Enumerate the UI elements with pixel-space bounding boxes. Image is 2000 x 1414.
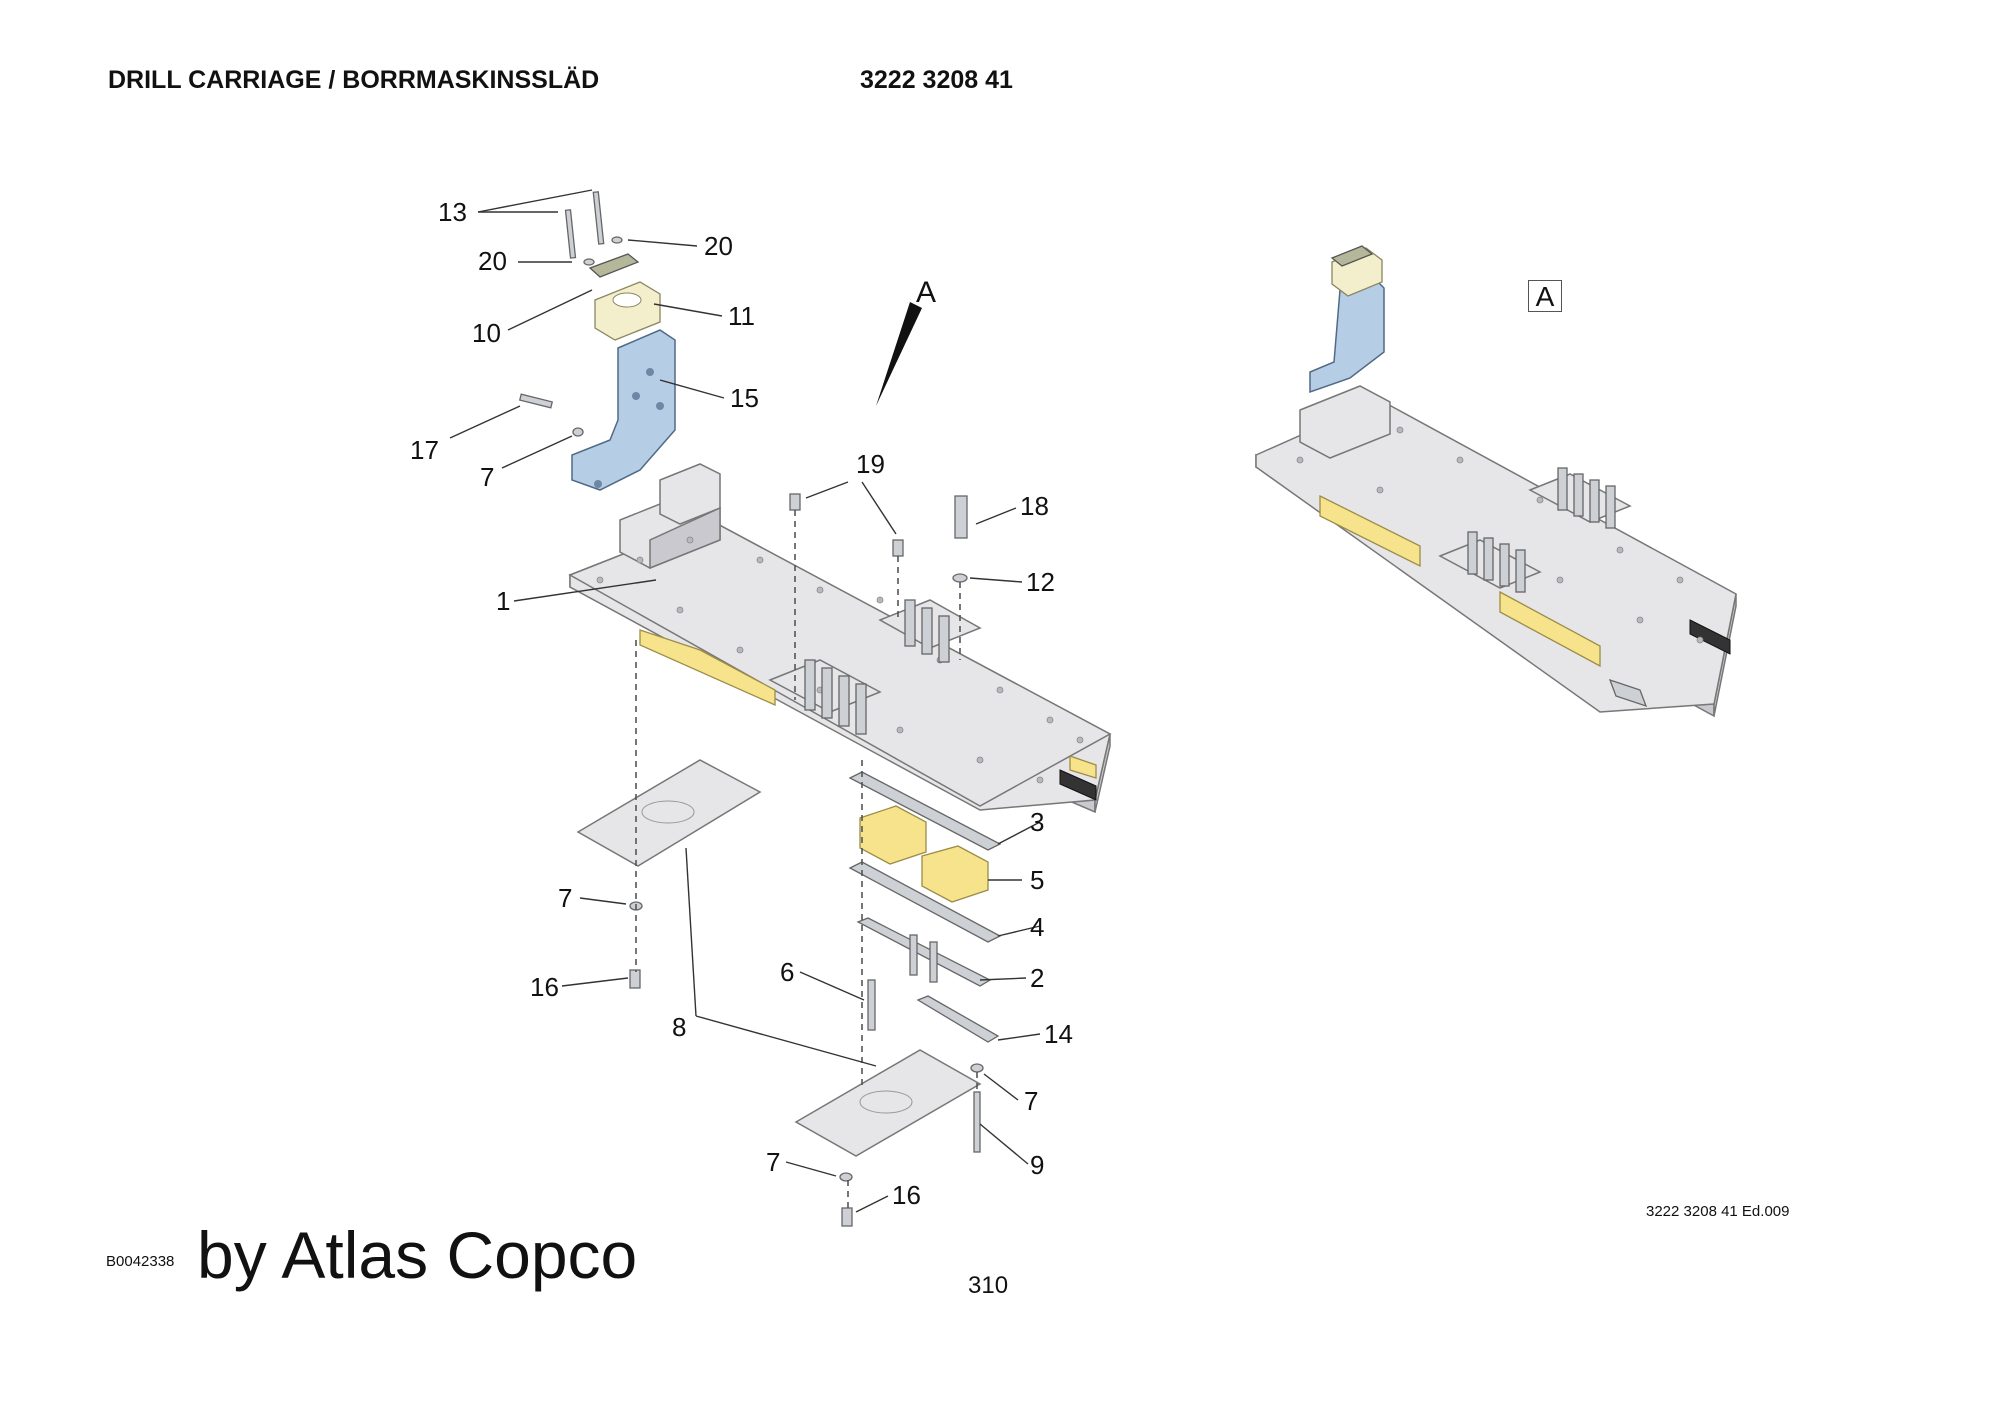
callout: 9 [1030,1150,1044,1180]
callout: 16 [892,1180,921,1210]
carriage-plate [568,463,1112,814]
page-title: DRILL CARRIAGE / BORRMASKINSSLÄD [108,66,600,94]
bottom-plates [576,759,982,1227]
callout: 2 [1030,963,1044,993]
callout: 5 [1030,865,1044,895]
callout: 16 [530,972,559,1002]
callout: 12 [1026,567,1055,597]
callout: 17 [410,435,439,465]
assembly-lines [635,510,978,1210]
callout: 3 [1030,807,1044,837]
document-id: B0042338 [106,1253,175,1270]
page-number: 310 [968,1272,1009,1299]
detail-view-label: A [1528,280,1562,312]
part-number: 3222 3208 41 [860,66,1013,94]
callout: 7 [766,1147,780,1177]
callout: 20 [478,246,507,276]
callout: 10 [472,318,501,348]
slide-assembly [848,771,1002,1153]
detail-view-a [1255,245,1737,718]
publisher-byline: by Atlas Copco [197,1218,638,1292]
callout: 1 [496,586,510,616]
callout: 7 [1024,1086,1038,1116]
leader-lines [449,189,1041,1213]
callout: 11 [728,301,755,331]
callout: 4 [1030,912,1044,942]
callout: 19 [856,449,885,479]
callout-numbers: 13 20 20 10 11 15 17 7 19 18 12 1 3 5 4 … [410,197,1073,1210]
callout: 15 [730,383,759,413]
callout: 7 [480,462,494,492]
callout: 8 [672,1012,686,1042]
callout: 20 [704,231,733,261]
callout: 7 [558,883,572,913]
callout: 14 [1044,1019,1073,1049]
callout: 13 [438,197,467,227]
view-arrow-label: A [916,276,937,309]
callout: 6 [780,957,794,987]
small-fasteners [789,493,968,583]
view-direction-arrow [876,302,922,406]
callout: 18 [1020,491,1049,521]
bracket-assembly [518,191,676,491]
edition-label: 3222 3208 41 Ed.009 [1646,1203,1790,1220]
